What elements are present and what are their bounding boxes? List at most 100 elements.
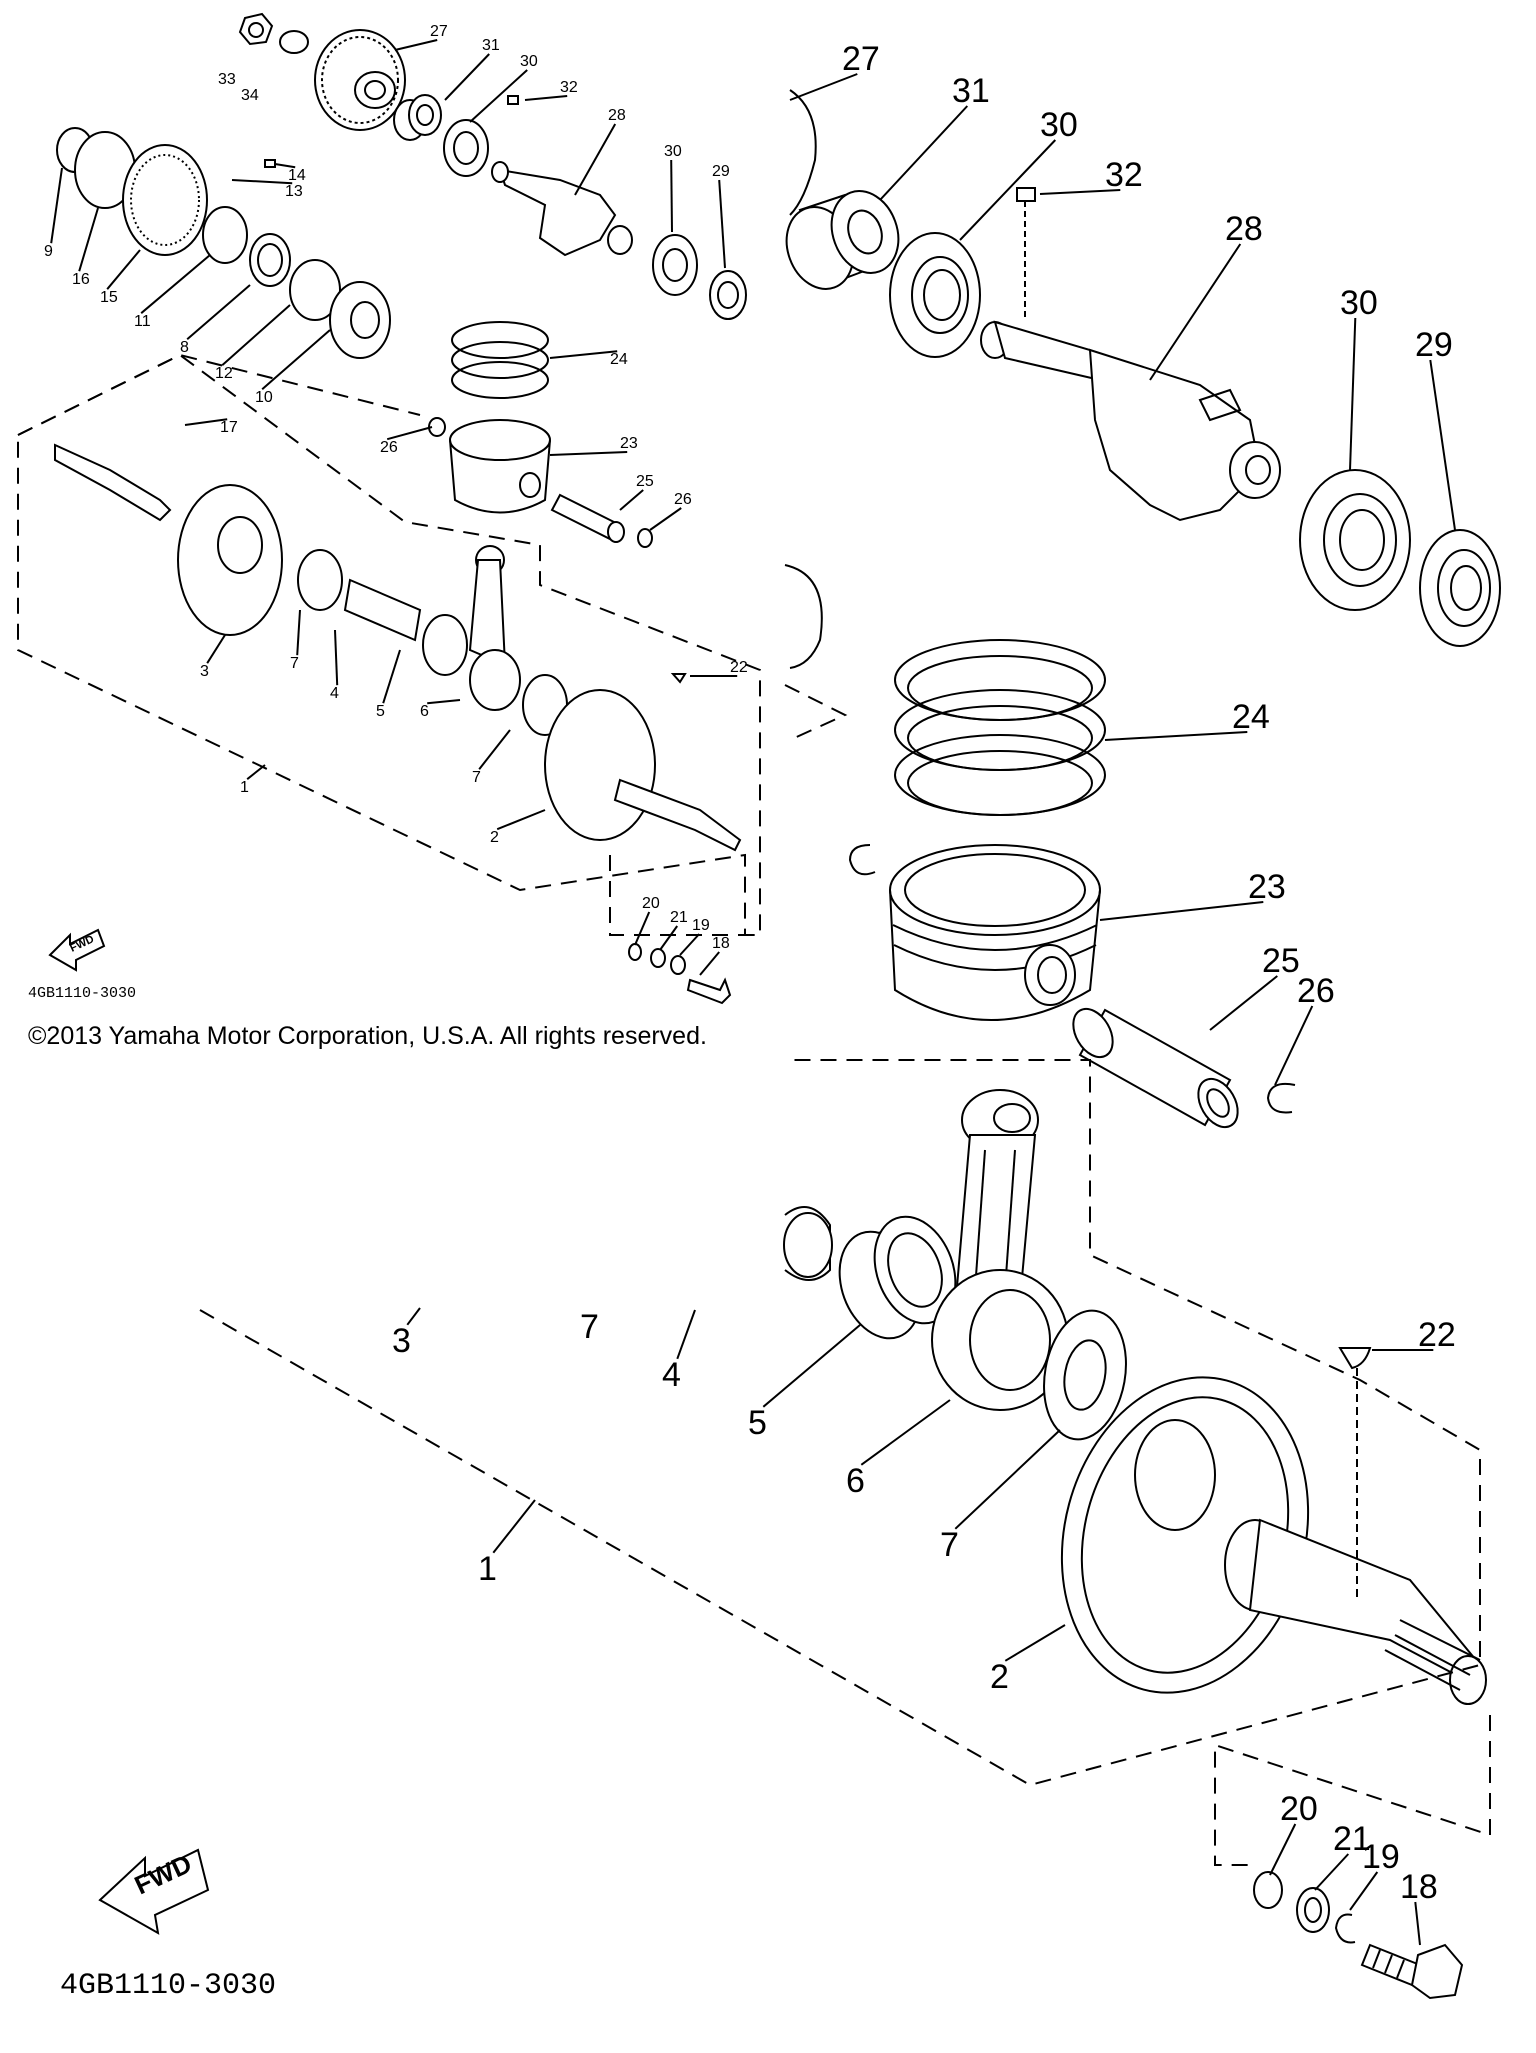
piston bbox=[889, 844, 1101, 1021]
callout-leader-line bbox=[1039, 189, 1121, 195]
piston-pin bbox=[550, 493, 625, 543]
hardware-boundary bbox=[609, 855, 760, 936]
part-number-callout: 32 bbox=[1105, 156, 1143, 194]
callout-leader-line bbox=[574, 123, 617, 196]
callout-leader-line bbox=[1004, 1624, 1066, 1662]
callout-leader-line bbox=[860, 1399, 951, 1466]
part-number-callout: 23 bbox=[620, 435, 638, 452]
callout-leader-line bbox=[496, 809, 546, 831]
callout-leader-line bbox=[184, 418, 228, 426]
part-number-callout: 13 bbox=[285, 183, 303, 200]
part-number-callout: 17 bbox=[220, 419, 238, 436]
callout-leader-line bbox=[954, 1429, 1061, 1530]
callout-leader-line bbox=[1349, 1871, 1379, 1911]
bearing-part bbox=[652, 234, 698, 296]
spacer-part bbox=[1253, 1871, 1283, 1909]
callout-leader-line bbox=[1099, 901, 1264, 921]
callout-leader-line bbox=[78, 207, 99, 272]
callout-leader-line bbox=[676, 1309, 696, 1360]
callout-leader-line bbox=[140, 254, 211, 314]
bearing-part bbox=[1419, 529, 1501, 647]
part-number-callout: 29 bbox=[1415, 326, 1453, 364]
callout-leader-line bbox=[406, 1307, 421, 1326]
callout-leader-line bbox=[274, 163, 296, 169]
callout-leader-line bbox=[789, 73, 858, 101]
callout-leader-line bbox=[1349, 317, 1357, 471]
callout-leader-line bbox=[1269, 1823, 1297, 1876]
part-number-callout: 11 bbox=[134, 313, 151, 330]
part-number-callout: 24 bbox=[610, 351, 628, 368]
spring-washer bbox=[1334, 1913, 1356, 1944]
callout-leader-line bbox=[959, 139, 1057, 241]
callout-leader-line bbox=[334, 629, 339, 686]
piston-ring-set bbox=[894, 639, 1106, 816]
part-number-callout: 26 bbox=[380, 439, 398, 456]
piston bbox=[449, 419, 551, 514]
part-number-callout: 34 bbox=[241, 87, 259, 104]
callout-leader-line bbox=[1314, 1853, 1350, 1891]
part-number-callout: 3 bbox=[200, 663, 209, 680]
balancer-drive-gear bbox=[789, 89, 817, 216]
callout-leader-line bbox=[296, 609, 301, 656]
part-code: 4GB1110-3030 bbox=[28, 985, 136, 1002]
callout-leader-line bbox=[186, 284, 251, 340]
callout-leader-line bbox=[478, 729, 511, 770]
part-number-callout: 30 bbox=[664, 143, 682, 160]
part-number-callout: 30 bbox=[1040, 106, 1078, 144]
part-number-callout: 24 bbox=[1232, 698, 1270, 736]
part-number-callout: 20 bbox=[1280, 1790, 1318, 1828]
bushing-part bbox=[785, 190, 900, 290]
part-code: 4GB1110-3030 bbox=[60, 1969, 276, 2003]
callout-leader-line bbox=[444, 53, 490, 101]
pin-part bbox=[264, 159, 276, 168]
crank-right-half bbox=[544, 689, 742, 852]
part-number-callout: 32 bbox=[560, 79, 578, 96]
part-number-callout: 27 bbox=[842, 40, 880, 78]
washer-part bbox=[1296, 1887, 1330, 1933]
copyright-notice: ©2013 Yamaha Motor Corporation, U.S.A. A… bbox=[28, 1022, 707, 1050]
clip-part bbox=[848, 844, 876, 876]
part-number-callout: 5 bbox=[748, 1404, 767, 1442]
part-number-callout: 1 bbox=[478, 1550, 497, 1588]
part-number-callout: 7 bbox=[290, 655, 299, 672]
callout-leader-line bbox=[261, 329, 331, 390]
part-number-callout: 25 bbox=[636, 473, 654, 490]
balancer-drive-gear bbox=[314, 29, 406, 131]
callout-leader-line bbox=[879, 105, 969, 201]
part-number-callout: 31 bbox=[952, 72, 990, 110]
part-number-callout: 6 bbox=[846, 1462, 865, 1500]
part-number-callout: 16 bbox=[72, 271, 90, 288]
washer-part bbox=[650, 948, 666, 968]
callout-leader-line bbox=[246, 764, 266, 780]
crank-pin bbox=[343, 578, 422, 642]
part-number-callout: 12 bbox=[215, 365, 233, 382]
part-number-callout: 7 bbox=[472, 769, 481, 786]
connecting-rod bbox=[468, 545, 521, 711]
bearing-part bbox=[889, 232, 981, 358]
part-number-callout: 18 bbox=[712, 935, 730, 952]
part-number-callout: 3 bbox=[392, 1322, 411, 1360]
part-number-callout: 19 bbox=[1362, 1838, 1400, 1876]
part-number-callout: 23 bbox=[1248, 868, 1286, 906]
part-number-callout: 21 bbox=[670, 909, 688, 926]
fwd-arrow-icon: FWD bbox=[48, 928, 106, 972]
spring-washer bbox=[670, 955, 686, 975]
part-number-callout: 2 bbox=[490, 829, 499, 846]
callout-leader-line bbox=[1149, 243, 1242, 381]
part-number-callout: 4 bbox=[330, 685, 339, 702]
bearing-part bbox=[443, 119, 489, 177]
crank-left-half bbox=[54, 443, 283, 636]
callout-leader-line bbox=[524, 95, 568, 101]
part-number-callout: 2 bbox=[990, 1658, 1009, 1696]
piston-pin bbox=[1072, 1007, 1239, 1129]
thrust-washer bbox=[1043, 1309, 1127, 1441]
large-diagram: FWD 4GB1110-3030 bbox=[60, 89, 1501, 2003]
fwd-arrow-icon: FWD bbox=[98, 1848, 210, 1935]
part-number-callout: 29 bbox=[712, 163, 730, 180]
needle-bearing bbox=[838, 1215, 957, 1340]
part-number-callout: 6 bbox=[420, 703, 429, 720]
callout-leader-line bbox=[427, 699, 461, 705]
callout-leader-line bbox=[762, 1324, 861, 1408]
